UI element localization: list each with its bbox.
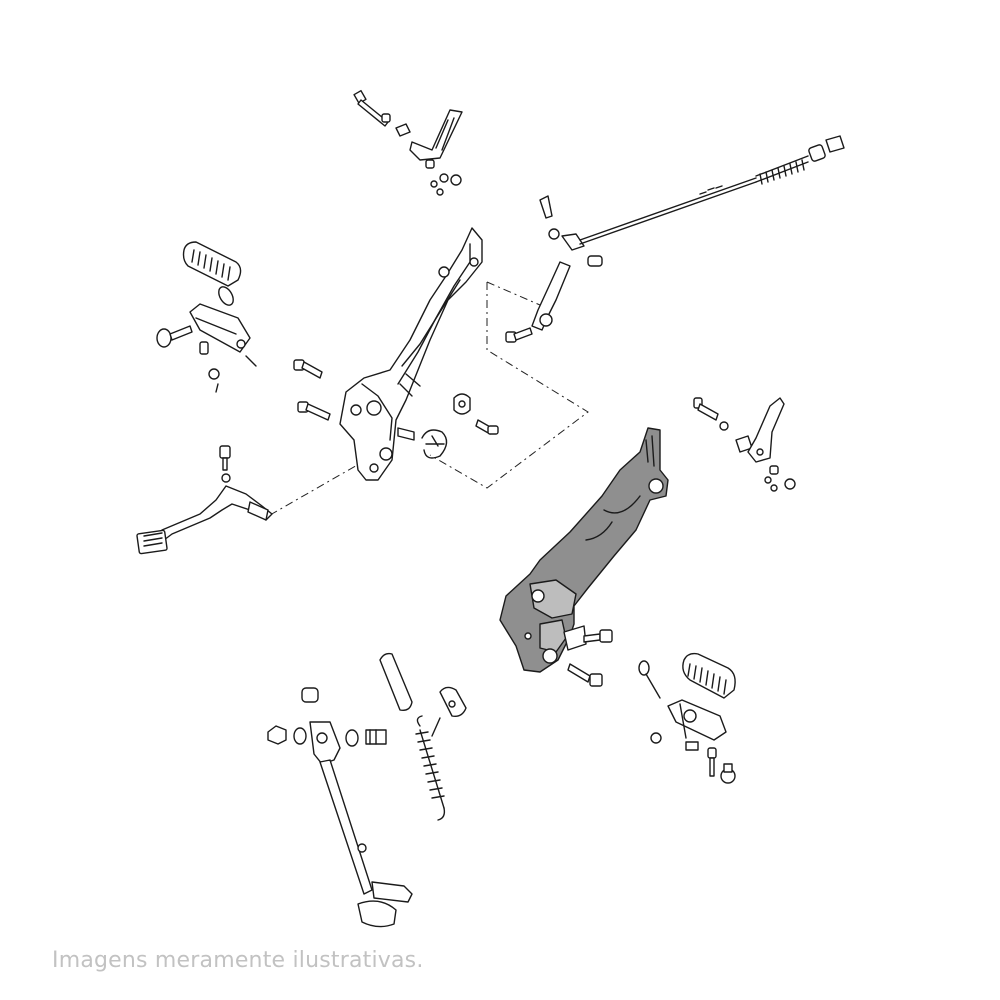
side-stand: [267, 687, 413, 928]
disclaimer-caption: Imagens meramente ilustrativas.: [52, 948, 424, 973]
shift-linkage-rod: [505, 135, 845, 343]
right-rider-footpeg: [638, 652, 736, 784]
upper-left-passenger-footpeg: [353, 89, 463, 196]
bracket-bolts-right: [567, 629, 613, 687]
bracket-bolts-left: [293, 359, 331, 421]
left-footpeg-bracket: [339, 227, 483, 481]
shift-return-spring: [421, 393, 499, 459]
upper-right-passenger-footpeg: [693, 397, 796, 492]
right-footpeg-bracket: [499, 427, 669, 673]
assembly-guide-lines: [269, 281, 589, 516]
side-stand-spring: [379, 652, 467, 821]
left-rider-footpeg: [156, 241, 257, 393]
shift-pedal: [136, 445, 273, 555]
